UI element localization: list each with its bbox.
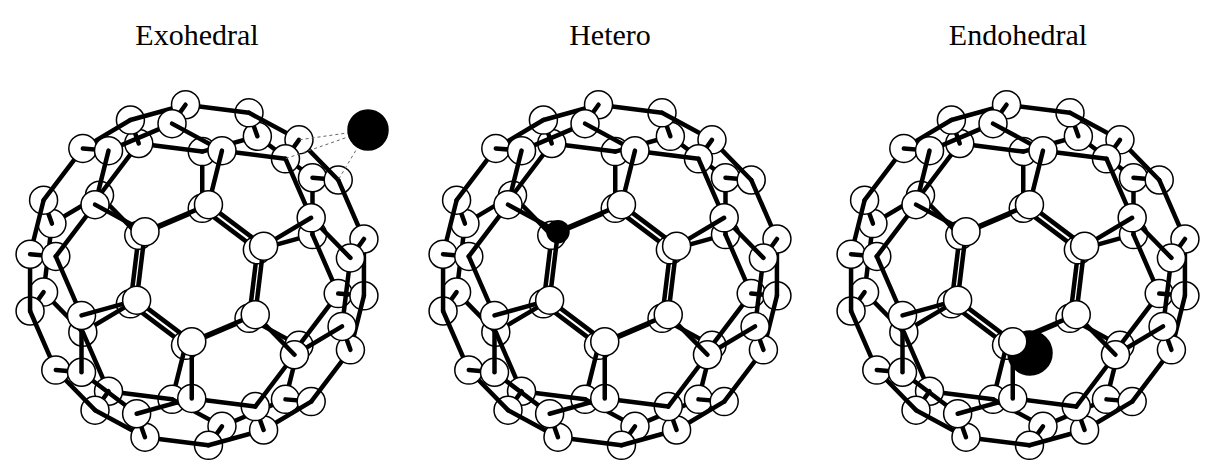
carbon-atom <box>1015 191 1043 219</box>
carbon-atom <box>123 286 151 314</box>
carbon-atom <box>663 232 691 260</box>
carbon-atom <box>952 218 980 246</box>
carbon-atom <box>591 328 619 356</box>
exohedral-atom <box>348 110 388 150</box>
fullerene-molecule <box>429 91 791 460</box>
carbon-atom <box>999 328 1027 356</box>
molecule-label: Exohedral <box>135 18 258 51</box>
fullerene-molecule <box>16 91 388 460</box>
carbon-atom <box>536 286 564 314</box>
hetero-atom <box>547 221 569 243</box>
carbon-atom <box>1062 301 1090 329</box>
fullerene-molecule <box>837 91 1199 460</box>
carbon-atom <box>654 301 682 329</box>
carbon-atom <box>607 191 635 219</box>
carbon-atom <box>194 191 222 219</box>
carbon-atom <box>250 232 278 260</box>
carbon-atom <box>241 301 269 329</box>
carbon-atom <box>944 286 972 314</box>
carbon-atom <box>131 218 159 246</box>
carbon-atom <box>1071 232 1099 260</box>
molecule-label: Hetero <box>569 18 651 51</box>
carbon-atom <box>178 328 206 356</box>
molecule-label: Endohedral <box>949 18 1087 51</box>
